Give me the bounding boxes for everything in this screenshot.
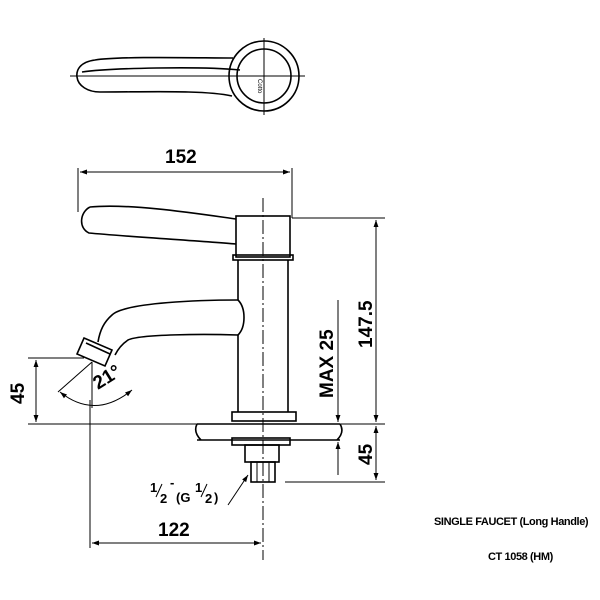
- spout-angle-label: 21°: [90, 361, 125, 394]
- thread-leader: [227, 474, 249, 506]
- product-name-caption: SINGLE FAUCET (Long Handle): [434, 516, 589, 528]
- base-flange: [231, 411, 297, 422]
- product-code-caption: CT 1058 (HM): [488, 551, 553, 563]
- spout-aerator: [75, 336, 114, 368]
- thread-g-text: (G: [176, 490, 190, 505]
- thread-g-fraction-bottom: 2: [205, 491, 212, 506]
- spout-lower-edge: [114, 333, 239, 356]
- front-view: [75, 198, 343, 560]
- top-view: Cotto: [70, 38, 305, 115]
- counter-top: [194, 423, 343, 441]
- spout-upper-edge: [97, 299, 239, 343]
- lever-handle-top: [89, 205, 237, 220]
- thread-fraction-top: 1: [150, 480, 157, 495]
- shank-nut: [244, 444, 280, 463]
- thread-dash: -: [170, 475, 174, 490]
- thread-fraction-bottom: 2: [160, 491, 167, 506]
- lever-handle: [80, 206, 237, 245]
- top-view-handle-edge: [81, 67, 241, 73]
- fraction-slash: [200, 483, 208, 498]
- dimension-lines: [28, 168, 385, 548]
- top-view-logo: Cotto: [256, 79, 262, 94]
- fraction-slash: [155, 483, 163, 498]
- shank-length-label: 45: [356, 443, 377, 465]
- top-view-handle: [76, 56, 234, 97]
- lock-nut: [231, 437, 291, 446]
- top-view-inner-rim: [236, 48, 292, 104]
- spout-reach-label: 122: [158, 520, 190, 541]
- outlet-height-label: 45: [8, 382, 29, 404]
- thread-g-fraction-top: 1: [195, 480, 202, 495]
- angle-arc: [59, 389, 133, 406]
- overall-width-label: 152: [165, 147, 197, 168]
- thread-size-label: 1 2 - (G 1 2 ): [150, 475, 218, 506]
- spout-joint: [237, 299, 245, 336]
- deck-thickness-label: MAX 25: [317, 329, 338, 398]
- aerator-ring: [85, 342, 111, 355]
- thread-close-paren: ): [214, 490, 218, 505]
- angle-leader: [57, 361, 93, 393]
- top-view-outer-rim: [228, 40, 300, 112]
- overall-height-label: 147.5: [356, 300, 377, 348]
